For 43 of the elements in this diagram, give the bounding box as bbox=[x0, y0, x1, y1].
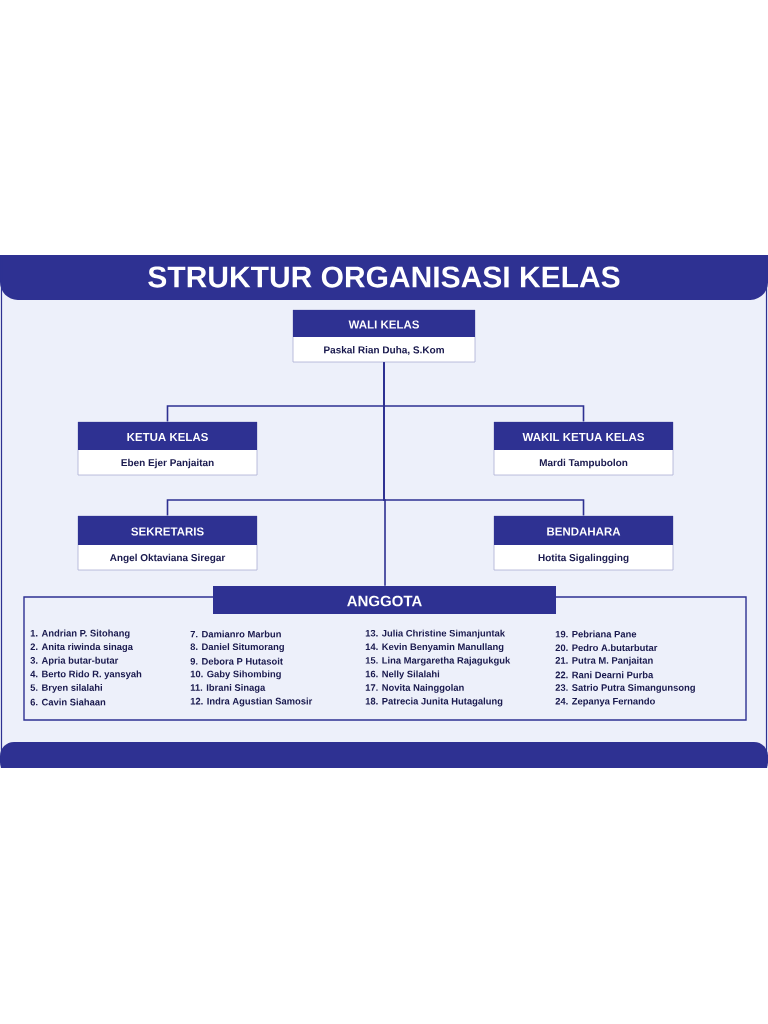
title-bar: BENDAHARA bbox=[494, 516, 673, 545]
members-panel bbox=[23, 586, 747, 721]
title-bar: WAKIL KETUA KELAS bbox=[494, 422, 673, 450]
member-name: 5. Bryen silalahi bbox=[30, 684, 102, 693]
title-bar: KETUA KELAS bbox=[78, 422, 257, 450]
member-name: 6. Cavin Siahaan bbox=[30, 698, 106, 706]
member-name: 9. Debora P Hutasoit bbox=[190, 657, 283, 665]
title-bar: SEKRETARIS bbox=[78, 516, 257, 545]
position-box bbox=[493, 421, 674, 476]
member-name: 1. Andrian P. Sitohang bbox=[30, 629, 130, 639]
member-name: 20. Pedro A.butarbutar bbox=[555, 644, 658, 652]
position-box bbox=[292, 309, 476, 363]
member-name: 19. Pebriana Pane bbox=[555, 630, 637, 638]
position-box bbox=[493, 515, 674, 571]
member-name: 4. Berto Rido R. yansyah bbox=[30, 670, 142, 680]
member-name: 3. Apria butar-butar bbox=[30, 656, 119, 666]
title-bar: ANGGOTA bbox=[213, 586, 556, 614]
member-name: 7. Damianro Marbun bbox=[190, 630, 281, 638]
member-name: 23. Satrio Putra Simangunsong bbox=[555, 684, 695, 693]
member-name: 21. Putra M. Panjaitan bbox=[555, 656, 653, 666]
title-band: STRUKTUR ORGANISASI KELAS bbox=[0, 240, 768, 300]
member-name: 24. Zepanya Fernando bbox=[555, 697, 655, 707]
position-box bbox=[77, 421, 258, 476]
member-name: 16. Nelly Silalahi bbox=[365, 670, 440, 680]
position-box bbox=[77, 515, 258, 571]
member-name: 2. Anita riwinda sinaga bbox=[30, 643, 133, 652]
member-name: 17. Novita Nainggolan bbox=[365, 684, 464, 693]
member-name: 14. Kevin Benyamin Manullang bbox=[365, 643, 504, 652]
member-name: 12. Indra Agustian Samosir bbox=[190, 697, 313, 707]
member-name: 22. Rani Dearni Purba bbox=[555, 671, 654, 679]
member-name: 11. Ibrani Sinaga bbox=[190, 684, 266, 693]
person-name: Paskal Rian Duha, S.Kom bbox=[324, 346, 444, 355]
member-name: 10. Gaby Sihombing bbox=[190, 670, 281, 680]
member-name: 8. Daniel Situmorang bbox=[190, 643, 284, 652]
member-name: 18. Patrecia Junita Hutagalung bbox=[365, 697, 503, 707]
member-name: 13. Julia Christine Simanjuntak bbox=[365, 629, 506, 639]
connector-line bbox=[383, 361, 386, 587]
person-name: Eben Ejer Panjaitan bbox=[121, 458, 214, 469]
person-name: Mardi Tampubolon bbox=[539, 458, 628, 469]
person-name: Angel Oktaviana Siregar bbox=[109, 553, 226, 564]
title-bar: WALI KELAS bbox=[293, 310, 475, 337]
member-name: 15. Lina Margaretha Rajagukguk bbox=[365, 656, 511, 666]
person-name: Hotita Sigalingging bbox=[538, 553, 629, 564]
